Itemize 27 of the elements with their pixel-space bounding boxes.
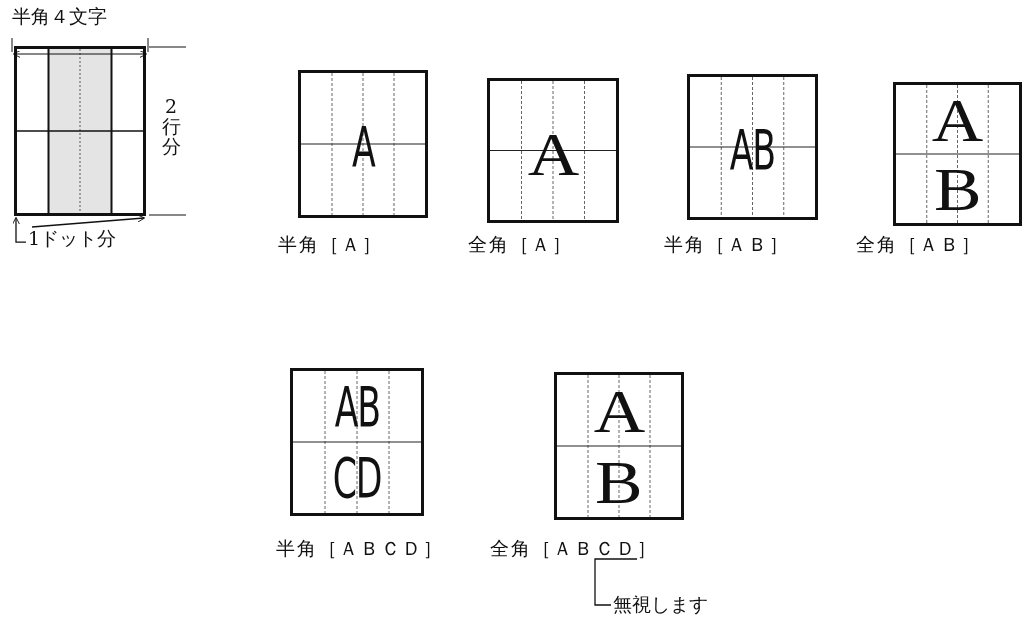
grid-character: A bbox=[931, 88, 984, 151]
grid-label: 半角［ＡＢ］ bbox=[664, 232, 790, 257]
character-grid bbox=[687, 74, 818, 220]
grid-character: B bbox=[933, 157, 982, 220]
grid-character: AB bbox=[334, 378, 380, 435]
grid-character: CD bbox=[332, 449, 382, 506]
grid-character: AB bbox=[729, 121, 776, 178]
character-grid bbox=[893, 82, 1022, 226]
dimension-label: 2行分 bbox=[160, 96, 182, 156]
character-grid bbox=[14, 46, 146, 216]
leader-line bbox=[12, 216, 27, 243]
character-grid bbox=[554, 372, 684, 520]
character-grid bbox=[298, 70, 428, 218]
grid-label: 全角［ＡＢＣＤ］ bbox=[490, 536, 658, 561]
grid-label: 半角［Ａ］ bbox=[278, 232, 383, 257]
grid-character: A bbox=[351, 118, 375, 175]
note-text: 無視します bbox=[613, 592, 708, 618]
leader-line bbox=[31, 214, 146, 228]
note-text: 1ドット分 bbox=[28, 226, 117, 252]
character-grid bbox=[290, 368, 424, 516]
grid-label: 全角［Ａ］ bbox=[468, 232, 573, 257]
grid-label: 全角［ＡＢ］ bbox=[856, 232, 982, 257]
dimension-label: 半角４文字 bbox=[12, 4, 107, 29]
grid-character: A bbox=[593, 379, 645, 442]
grid-label: 半角［ＡＢＣＤ］ bbox=[276, 536, 444, 561]
leader-line bbox=[594, 558, 638, 606]
grid-character: B bbox=[595, 450, 643, 513]
